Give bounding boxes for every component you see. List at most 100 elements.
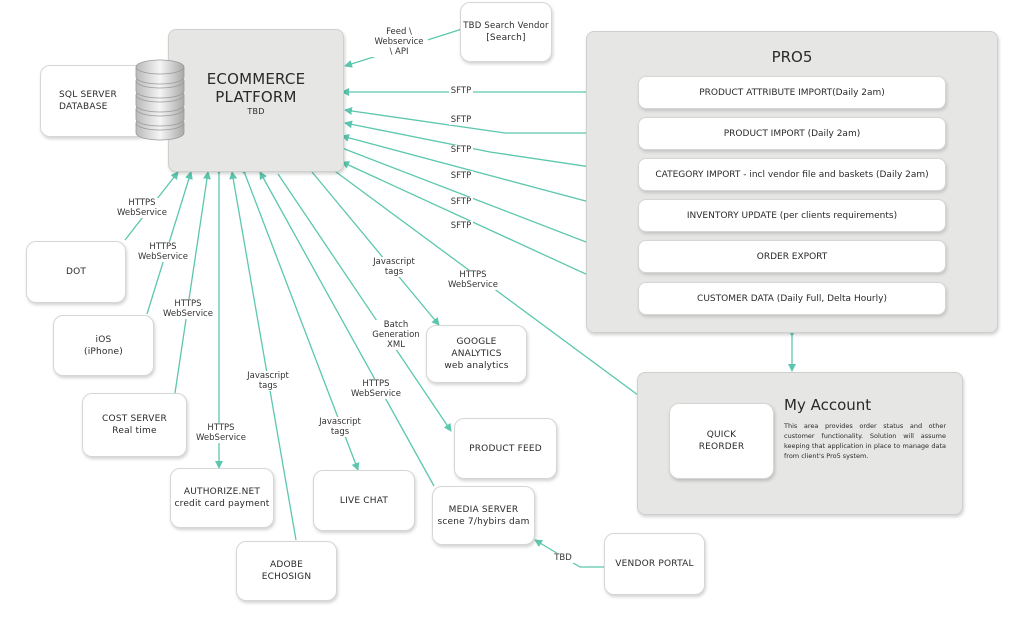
adobe-line1: ADOBE <box>269 560 304 570</box>
label-js-adobe: Javascript tags <box>241 371 295 391</box>
label-https-reorder-line1: HTTPS <box>459 270 487 280</box>
google-line1: GOOGLE <box>456 337 497 347</box>
media-server-line1: MEDIA SERVER <box>448 504 519 515</box>
label-https-reorder: HTTPS WebService <box>443 270 503 290</box>
connector-vendor-portal <box>534 539 604 568</box>
ios-box: iOS (iPhone) <box>53 315 154 376</box>
authorize-net-box: AUTHORIZE.NET credit card payment <box>170 468 274 528</box>
adobe-line2: ECHOSIGN <box>261 572 312 582</box>
connector-product-feed <box>277 173 452 432</box>
label-batch-line2: Generation <box>372 330 420 340</box>
label-feed-line2: Webservice <box>374 37 424 47</box>
quick-reorder-line1: QUICK <box>706 430 737 440</box>
label-https-ios-line1: HTTPS <box>149 242 177 252</box>
ecommerce-title-line1: ECOMMERCE <box>206 69 306 88</box>
label-sftp-4: SFTP <box>449 171 473 181</box>
database-icon <box>135 59 185 141</box>
authorize-line2: credit card payment <box>174 499 270 509</box>
label-js-livechat-line1: Javascript <box>319 417 361 427</box>
cost-server-line2: Real time <box>112 426 157 436</box>
label-https-ios: HTTPS WebService <box>133 242 193 262</box>
label-js-livechat: Javascript tags <box>313 417 367 437</box>
search-vendor-title: TBD Search Vendor <box>463 21 549 31</box>
label-feed-webservice-api: Feed \ Webservice \ API <box>370 27 428 57</box>
label-feed-line3: \ API <box>389 47 409 57</box>
cost-server-line1: COST SERVER <box>102 414 167 424</box>
search-vendor-subtitle: [Search] <box>486 33 526 43</box>
pro5-row-category-import: CATEGORY IMPORT - incl vendor file and b… <box>638 158 946 191</box>
label-https-media-line2: WebService <box>351 389 401 399</box>
dot-label: DOT <box>65 267 87 277</box>
label-js-google-line2: tags <box>384 267 404 277</box>
live-chat-label: LIVE CHAT <box>339 495 389 506</box>
pro5-row-product-import: PRODUCT IMPORT (Daily 2am) <box>638 117 946 150</box>
label-batch-line3: XML <box>387 340 405 350</box>
label-sftp-3: SFTP <box>449 145 473 155</box>
sql-server-box: SQL SERVER DATABASE <box>40 65 148 137</box>
label-js-google-line1: Javascript <box>373 257 415 267</box>
pro5-row-order-export: ORDER EXPORT <box>638 240 946 273</box>
pro5-row-inventory-update: INVENTORY UPDATE (per clients requiremen… <box>638 199 946 232</box>
google-line3: web analytics <box>444 361 509 371</box>
product-feed-box: PRODUCT FEED <box>454 418 557 479</box>
label-https-cost: HTTPS WebService <box>158 299 218 319</box>
media-server-box: MEDIA SERVER scene 7/hybirs dam <box>432 486 535 545</box>
my-account-panel <box>637 372 963 515</box>
label-sftp-5: SFTP <box>449 197 473 207</box>
quick-reorder-box: QUICK REORDER <box>669 403 774 479</box>
connector-google <box>311 171 440 326</box>
label-https-ios-line2: WebService <box>138 252 188 262</box>
authorize-line1: AUTHORIZE.NET <box>183 487 261 497</box>
google-analytics-box: GOOGLE ANALYTICS web analytics <box>426 325 527 383</box>
cost-server-box: COST SERVER Real time <box>82 393 187 457</box>
label-https-media: HTTPS WebService <box>346 379 406 399</box>
sql-server-line1: SQL SERVER <box>59 90 117 100</box>
label-feed-line1: Feed \ <box>386 27 412 37</box>
label-sftp-6: SFTP <box>449 221 473 231</box>
ecommerce-platform-box: ECOMMERCE PLATFORM TBD <box>168 29 344 172</box>
label-https-authorize: HTTPS WebService <box>192 423 250 443</box>
label-https-cost-line2: WebService <box>163 309 213 319</box>
label-sftp-2: SFTP <box>449 115 473 125</box>
vendor-portal-label: VENDOR PORTAL <box>615 559 694 569</box>
media-server-line2: scene 7/hybirs dam <box>437 516 530 527</box>
label-https-dot: HTTPS WebService <box>112 198 172 218</box>
label-https-media-line1: HTTPS <box>362 379 390 389</box>
live-chat-box: LIVE CHAT <box>313 470 415 531</box>
label-https-dot-line2: WebService <box>117 208 167 218</box>
ecommerce-subtitle: TBD <box>247 106 265 116</box>
adobe-echosign-box: ADOBE ECHOSIGN <box>236 541 337 601</box>
label-js-livechat-line2: tags <box>330 427 350 437</box>
product-feed-label: PRODUCT FEED <box>469 443 542 454</box>
vendor-portal-box: VENDOR PORTAL <box>604 533 705 595</box>
label-https-reorder-line2: WebService <box>448 280 498 290</box>
connector-media-server <box>259 171 435 487</box>
ios-line1: iOS <box>95 334 112 345</box>
my-account-title: My Account <box>784 396 872 414</box>
label-js-adobe-line2: tags <box>258 381 278 391</box>
label-batch-line1: Batch <box>383 320 409 330</box>
label-js-adobe-line1: Javascript <box>247 371 289 381</box>
pro5-title: PRO5 <box>771 48 813 66</box>
label-tbd-vendor: TBD <box>552 553 574 563</box>
quick-reorder-line2: REORDER <box>698 442 745 452</box>
label-sftp-1: SFTP <box>449 86 473 96</box>
my-account-description: This area provides order status and othe… <box>784 422 946 460</box>
connector-quick-reorder <box>327 165 670 419</box>
label-batch-xml: Batch Generation XML <box>370 320 422 350</box>
sql-server-line2: DATABASE <box>59 102 108 112</box>
label-https-authorize-line2: WebService <box>196 433 246 443</box>
search-vendor-box: TBD Search Vendor [Search] <box>460 2 552 62</box>
ecommerce-title-line2: PLATFORM <box>215 87 297 106</box>
label-https-dot-line1: HTTPS <box>128 198 156 208</box>
pro5-row-customer-data: CUSTOMER DATA (Daily Full, Delta Hourly) <box>638 282 946 315</box>
connector-cost-server <box>174 171 211 394</box>
label-https-cost-line1: HTTPS <box>174 299 202 309</box>
label-https-authorize-line1: HTTPS <box>207 423 235 433</box>
label-js-google: Javascript tags <box>367 257 421 277</box>
google-line2: ANALYTICS <box>451 349 502 359</box>
dot-box: DOT <box>26 241 126 303</box>
ios-line2: (iPhone) <box>83 346 123 357</box>
pro5-row-product-attribute-import: PRODUCT ATTRIBUTE IMPORT(Daily 2am) <box>638 76 946 109</box>
